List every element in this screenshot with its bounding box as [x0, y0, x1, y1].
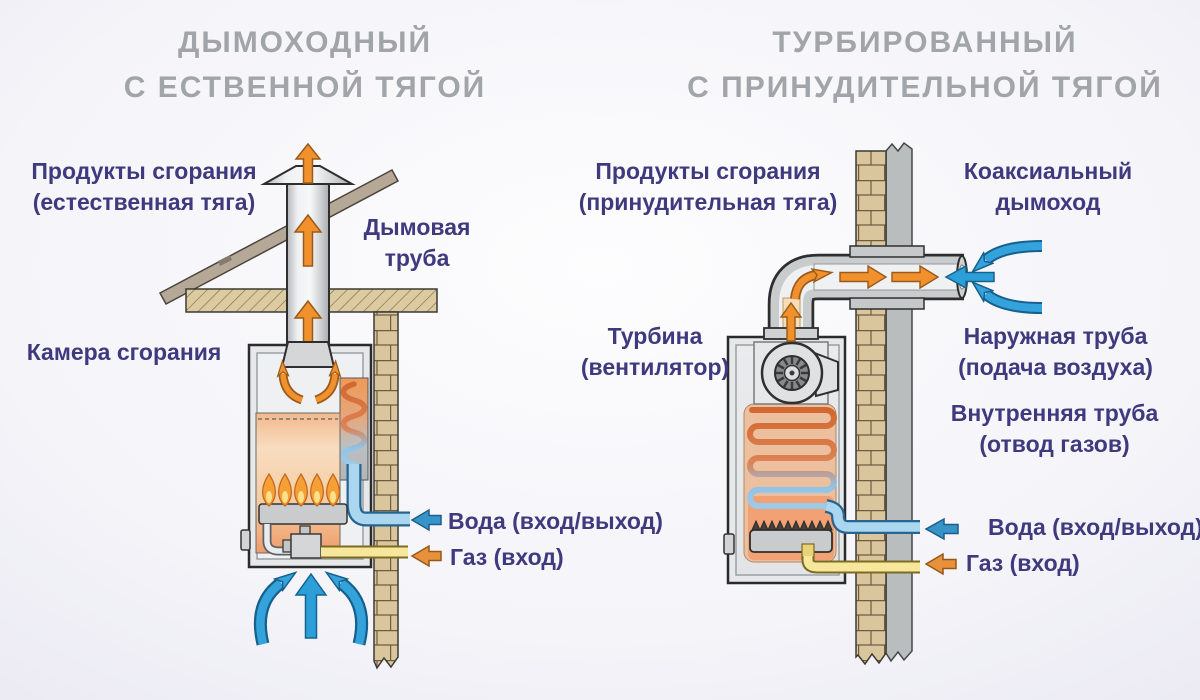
label-water-left: Вода (вход/выход): [448, 508, 663, 534]
label-outer-pipe: Наружная труба (подача воздуха): [958, 323, 1153, 380]
left-title-line1: ДЫМОХОДНЫЙ: [177, 26, 433, 59]
water-pipe-left: [346, 464, 410, 527]
label-gas-left: Газ (вход): [450, 544, 564, 570]
label-turbine: Турбина (вентилятор): [580, 323, 730, 380]
left-title: ДЫМОХОДНЫЙ С ЕСТВЕННОЙ ТЯГОЙ: [80, 20, 530, 110]
flue-arrow-up: [293, 213, 323, 267]
draft-curl-arrows: [283, 374, 335, 405]
exhaust-arrow-right: [891, 264, 940, 290]
label-coaxial-flue: Коаксиальный дымоход: [963, 158, 1133, 215]
right-title: ТУРБИРОВАННЫЙ С ПРИНУДИТЕЛЬНОЙ ТЯГОЙ: [660, 20, 1190, 110]
turbine-fan: [753, 341, 839, 405]
air-in-arrow: [944, 264, 995, 290]
gas-pipe-right: [801, 556, 920, 574]
water-arrow-right: [924, 517, 959, 541]
right-title-line1: ТУРБИРОВАННЫЙ: [772, 26, 1078, 59]
brick-wall-right: [855, 150, 887, 666]
coil-right: [747, 407, 837, 509]
label-gas-right: Газ (вход): [966, 550, 1080, 576]
exterior-wall-face: [885, 141, 913, 663]
boiler-right: [723, 327, 920, 585]
burner-flames: [262, 472, 340, 507]
label-combustion-products-left: Продукты сгорания (естественная тяга): [31, 158, 257, 215]
flue-collar: [280, 341, 336, 368]
right-title-line2: С ПРИНУДИТЕЛЬНОЙ ТЯГОЙ: [687, 71, 1163, 104]
gas-arrow-right: [924, 552, 957, 576]
wall-flange: [849, 297, 925, 310]
air-intake-arrows: [253, 574, 369, 646]
exhaust-arrow-right: [839, 264, 888, 290]
wall-flange: [849, 245, 925, 258]
label-combustion-chamber: Камера сгорания: [26, 339, 222, 365]
water-pipe-right: [824, 499, 920, 534]
boiler-left: [240, 341, 410, 569]
forced-draft-arrows: [779, 275, 816, 342]
left-title-line2: С ЕСТВЕННОЙ ТЯГОЙ: [123, 71, 487, 104]
gas-arrow-left: [410, 544, 442, 568]
water-arrow-left: [410, 508, 442, 532]
burner-right: [749, 519, 833, 560]
right-diagram: [723, 141, 1043, 666]
label-combustion-products-right: Продукты сгорания (принудительная тяга): [578, 158, 838, 215]
label-inner-pipe: Внутренняя труба (отвод газов): [950, 400, 1159, 457]
coaxial-intake-arrows: [986, 240, 1043, 314]
left-diagram: [158, 142, 442, 670]
coil-left: [340, 381, 368, 467]
label-chimney-pipe: Дымовая труба: [363, 214, 471, 271]
brick-wall-left: [373, 311, 399, 670]
flue-arrow-up: [294, 142, 322, 184]
label-water-right: Вода (вход/выход): [988, 514, 1200, 540]
